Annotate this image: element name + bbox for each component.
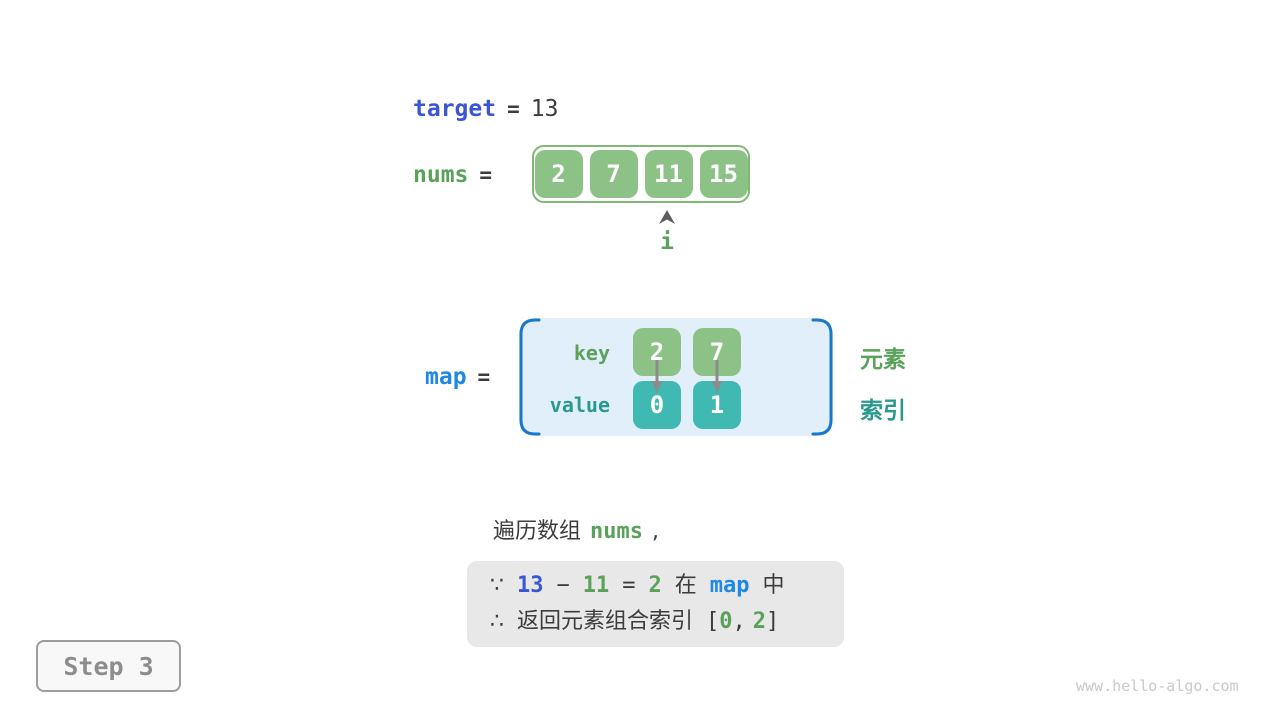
in-suffix-text: 中 (762, 573, 785, 598)
reasoning-line-1: ∵ 13 − 11 = 2 在 map 中 (490, 568, 844, 604)
map-label-line: map = (425, 364, 501, 390)
map-equals-sign: = (477, 365, 491, 389)
array-cell: 15 (699, 150, 748, 198)
current-element-number: 11 (582, 573, 610, 598)
array-cell: 11 (644, 150, 693, 198)
caption-prefix: 遍历数组 (493, 519, 582, 544)
caption-comma: , (652, 519, 659, 544)
nums-label-line: nums = (413, 162, 503, 188)
open-bracket: [ (706, 609, 720, 634)
map-variable: map (425, 364, 467, 390)
result-index-0: 0 (719, 609, 733, 634)
element-side-label: 元素 (860, 347, 906, 373)
nums-array: 2 7 11 15 (532, 145, 750, 203)
step-badge: Step 3 (36, 640, 181, 692)
map-parentheses-icon (519, 318, 833, 436)
target-number: 13 (517, 573, 544, 598)
therefore-symbol: ∴ (490, 609, 504, 634)
key-to-value-arrow-icon (651, 360, 663, 393)
index-side-label: 索引 (860, 398, 906, 424)
reasoning-note: ∵ 13 − 11 = 2 在 map 中 ∴ 返回元素组合索引 [ 0 , 2… (467, 561, 844, 647)
nums-variable: nums (413, 162, 469, 188)
target-variable: target (413, 96, 497, 122)
return-text: 返回元素组合索引 (517, 609, 694, 634)
array-cell: 2 (534, 150, 583, 198)
difference-number: 2 (648, 573, 662, 598)
target-equals-sign: = (507, 97, 520, 121)
map-variable-ref: map (709, 573, 750, 598)
map-key-cell: 7 (693, 328, 741, 376)
array-cell: 7 (589, 150, 638, 198)
reasoning-line-2: ∴ 返回元素组合索引 [ 0 , 2 ] (490, 604, 844, 640)
minus-sign: − (556, 573, 570, 598)
caption-nums-variable: nums (590, 519, 643, 544)
index-pointer-label: i (660, 229, 674, 255)
caption-line: 遍历数组 nums , (493, 513, 659, 545)
equals-sign: = (622, 573, 636, 598)
because-symbol: ∵ (490, 573, 504, 598)
target-value: 13 (530, 96, 559, 122)
close-bracket: ] (766, 609, 780, 634)
nums-equals-sign: = (479, 163, 493, 187)
site-watermark: www.hello-algo.com (1076, 677, 1239, 695)
in-text: 在 (674, 573, 697, 598)
map-value-label: value (549, 393, 610, 417)
result-index-2: 2 (752, 609, 767, 634)
result-indices: [ 0 , 2 ] (706, 604, 779, 640)
map-key-label: key (573, 341, 610, 365)
index-pointer-icon (659, 210, 675, 224)
indices-comma: , (732, 609, 746, 634)
target-line: target = 13 (413, 96, 558, 122)
key-to-value-arrow-icon (711, 360, 723, 393)
